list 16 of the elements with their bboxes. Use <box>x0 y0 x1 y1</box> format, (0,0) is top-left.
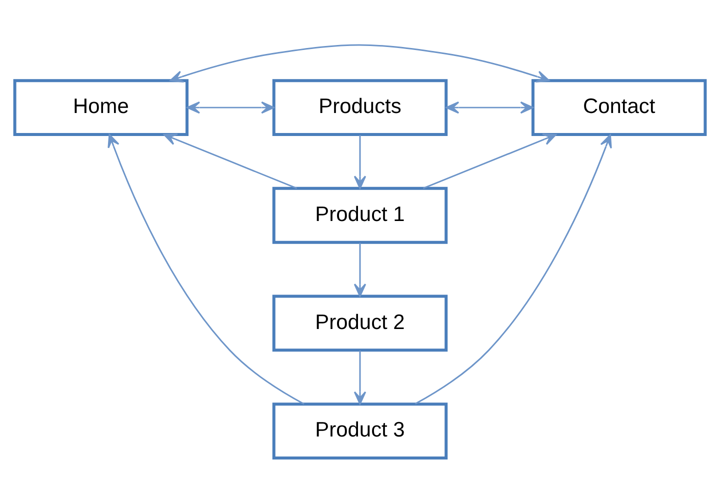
node-box: Products <box>272 79 448 136</box>
arrow <box>170 44 550 83</box>
arrow <box>164 133 298 190</box>
arrow <box>414 134 612 404</box>
arrow <box>186 101 274 114</box>
node-box: Contact <box>531 79 707 136</box>
node-box: Home <box>13 79 189 136</box>
arrow <box>354 134 366 190</box>
arrow <box>354 350 366 405</box>
arrow <box>422 133 556 190</box>
arrow <box>354 242 366 297</box>
node-box: Product 2 <box>272 294 448 352</box>
node-box: Product 3 <box>272 402 448 460</box>
arrow <box>446 101 534 114</box>
arrow <box>108 134 304 405</box>
node-box: Product 1 <box>272 186 448 244</box>
